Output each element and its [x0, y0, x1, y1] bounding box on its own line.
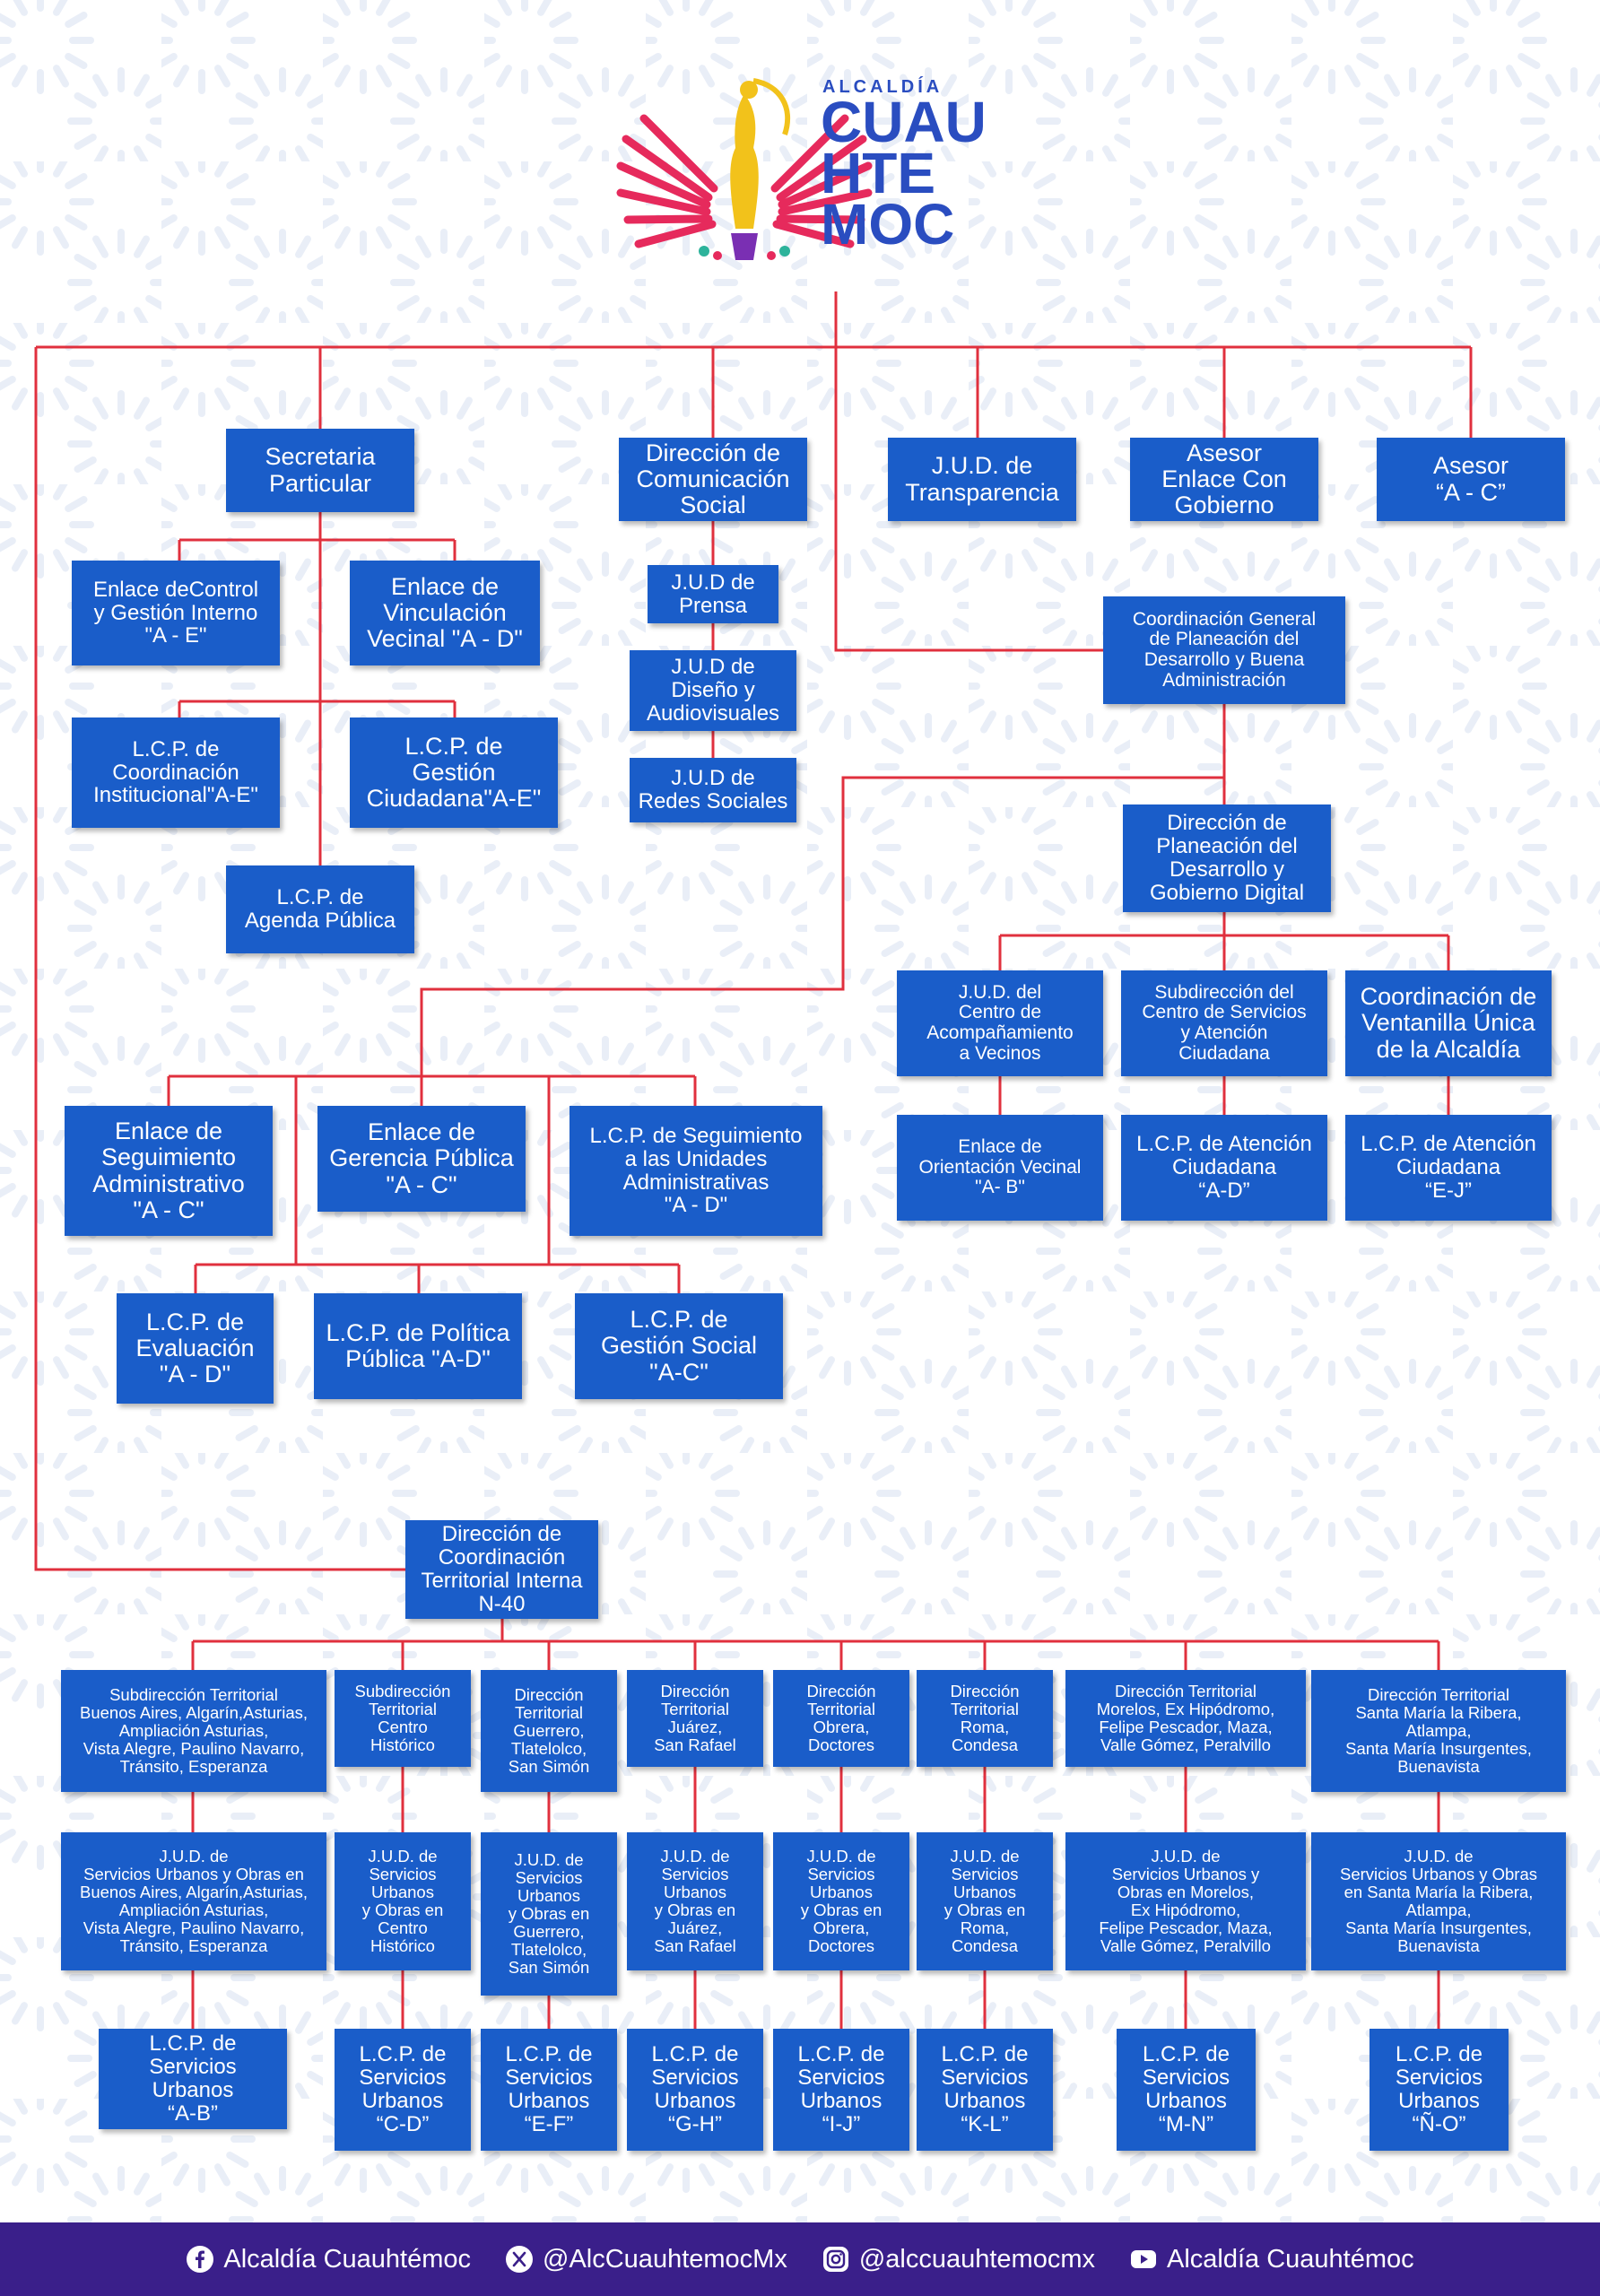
- node-territorial-dir-5: Dirección Territorial Obrera, Doctores: [773, 1670, 909, 1767]
- logo-line3: MOC: [821, 192, 954, 257]
- node-coordinacion-ventanilla-unica: Coordinación de Ventanilla Única de la A…: [1345, 970, 1552, 1076]
- node-asesor-enlace-gobierno: Asesor Enlace Con Gobierno: [1130, 438, 1318, 521]
- node-territorial-dir-7: Dirección Territorial Morelos, Ex Hipódr…: [1065, 1670, 1306, 1767]
- node-territorial-lcp-1: L.C.P. de Servicios Urbanos “A-B”: [99, 2029, 287, 2129]
- node-enlace-seguimiento-administrativo: Enlace de Seguimiento Administrativo "A …: [65, 1106, 273, 1236]
- node-lcp-atencion-ciudadana-ad: L.C.P. de Atención Ciudadana “A-D”: [1121, 1115, 1327, 1221]
- node-lcp-politica-publica: L.C.P. de Política Pública "A-D": [314, 1293, 522, 1399]
- node-coordinacion-general-planeacion: Coordinación General de Planeación del D…: [1103, 596, 1345, 704]
- node-territorial-jud-6: J.U.D. de Servicios Urbanos y Obras en R…: [917, 1832, 1053, 1970]
- node-jud-diseno-audiovisuales: J.U.D de Diseño y Audiovisuales: [630, 650, 796, 731]
- node-territorial-dir-8: Dirección Territorial Santa María la Rib…: [1311, 1670, 1566, 1792]
- instagram-link[interactable]: @alccuauhtemocmx: [822, 2245, 1095, 2274]
- instagram-label: @alccuauhtemocmx: [858, 2244, 1095, 2274]
- youtube-link[interactable]: Alcaldía Cuauhtémoc: [1129, 2245, 1414, 2274]
- node-enlace-orientacion-vecinal: Enlace de Orientación Vecinal "A- B": [897, 1115, 1103, 1221]
- logo-emblem: [616, 78, 873, 260]
- facebook-label: Alcaldía Cuauhtémoc: [223, 2244, 472, 2274]
- node-lcp-gestion-ciudadana: L.C.P. de Gestión Ciudadana"A-E": [350, 718, 558, 828]
- facebook-icon: [187, 2246, 214, 2273]
- node-enlace-vinculacion-vecinal: Enlace de Vinculación Vecinal "A - D": [350, 561, 540, 665]
- node-territorial-lcp-2: L.C.P. de Servicios Urbanos “C-D”: [335, 2029, 471, 2151]
- node-jud-transparencia: J.U.D. de Transparencia: [888, 438, 1076, 521]
- node-territorial-jud-3: J.U.D. de Servicios Urbanos y Obras en G…: [481, 1832, 617, 1996]
- node-territorial-jud-8: J.U.D. de Servicios Urbanos y Obras en S…: [1311, 1832, 1566, 1970]
- node-jud-prensa: J.U.D de Prensa: [648, 565, 778, 623]
- instagram-icon: [822, 2247, 848, 2272]
- node-territorial-jud-7: J.U.D. de Servicios Urbanos y Obras en M…: [1065, 1832, 1306, 1970]
- node-jud-centro-acompanamiento: J.U.D. del Centro de Acompañamiento a Ve…: [897, 970, 1103, 1076]
- node-direccion-coordinacion-territorial: Dirección de Coordinación Territorial In…: [405, 1520, 598, 1619]
- node-territorial-lcp-6: L.C.P. de Servicios Urbanos “K-L”: [917, 2029, 1053, 2151]
- node-lcp-evaluacion: L.C.P. de Evaluación "A - D": [117, 1293, 274, 1404]
- node-direccion-comunicacion-social: Dirección de Comunicación Social: [619, 438, 807, 521]
- node-lcp-gestion-social: L.C.P. de Gestión Social "A-C": [575, 1293, 783, 1399]
- facebook-link[interactable]: Alcaldía Cuauhtémoc: [186, 2245, 471, 2274]
- node-enlace-gerencia-publica: Enlace de Gerencia Pública "A - C": [317, 1106, 526, 1212]
- node-jud-redes-sociales: J.U.D de Redes Sociales: [630, 758, 796, 822]
- node-lcp-coordinacion-institucional: L.C.P. de Coordinación Institucional"A-E…: [72, 718, 280, 828]
- node-territorial-dir-6: Dirección Territorial Roma, Condesa: [917, 1670, 1053, 1767]
- node-territorial-dir-1: Subdirección Territorial Buenos Aires, A…: [61, 1670, 326, 1792]
- node-territorial-dir-4: Dirección Territorial Juárez, San Rafael: [627, 1670, 763, 1767]
- node-territorial-lcp-3: L.C.P. de Servicios Urbanos “E-F”: [481, 2029, 617, 2151]
- social-footer: Alcaldía Cuauhtémoc @AlcCuauhtemocMx @al…: [0, 2222, 1600, 2296]
- node-territorial-jud-2: J.U.D. de Servicios Urbanos y Obras en C…: [335, 1832, 471, 1970]
- logo-small-text: ALCALDÍA: [822, 76, 943, 97]
- logo-line2: HTE: [821, 141, 935, 205]
- node-territorial-lcp-4: L.C.P. de Servicios Urbanos “G-H”: [627, 2029, 763, 2151]
- node-territorial-jud-1: J.U.D. de Servicios Urbanos y Obras en B…: [61, 1832, 326, 1970]
- node-lcp-agenda-publica: L.C.P. de Agenda Pública: [226, 865, 414, 953]
- node-enlace-control-gestion: Enlace deControl y Gestión Interno "A - …: [72, 561, 280, 665]
- node-territorial-lcp-7: L.C.P. de Servicios Urbanos “M-N”: [1117, 2029, 1256, 2151]
- node-territorial-jud-4: J.U.D. de Servicios Urbanos y Obras en J…: [627, 1832, 763, 1970]
- alcaldia-cuauhtemoc-logo: ALCALDÍA CUAU HTE MOC: [616, 76, 987, 260]
- node-lcp-atencion-ciudadana-ej: L.C.P. de Atención Ciudadana “E-J”: [1345, 1115, 1552, 1221]
- node-secretaria-particular: Secretaria Particular: [226, 429, 414, 512]
- youtube-icon: [1130, 2250, 1156, 2268]
- node-territorial-dir-2: Subdirección Territorial Centro Históric…: [335, 1670, 471, 1767]
- node-lcp-seguimiento-unidades: L.C.P. de Seguimiento a las Unidades Adm…: [570, 1106, 822, 1236]
- node-territorial-lcp-8: L.C.P. de Servicios Urbanos “Ñ-O”: [1370, 2029, 1509, 2151]
- x-label: @AlcCuauhtemocMx: [543, 2244, 787, 2274]
- node-territorial-jud-5: J.U.D. de Servicios Urbanos y Obras en O…: [773, 1832, 909, 1970]
- node-territorial-dir-3: Dirección Territorial Guerrero, Tlatelol…: [481, 1670, 617, 1792]
- x-link[interactable]: @AlcCuauhtemocMx: [505, 2245, 787, 2274]
- youtube-label: Alcaldía Cuauhtémoc: [1166, 2244, 1414, 2274]
- x-icon: [506, 2246, 534, 2273]
- node-asesor-a-c: Asesor “A - C”: [1377, 438, 1565, 521]
- node-direccion-planeacion-gobierno-digital: Dirección de Planeación del Desarrollo y…: [1123, 804, 1331, 912]
- node-subdireccion-centro-servicios: Subdirección del Centro de Servicios y A…: [1121, 970, 1327, 1076]
- node-territorial-lcp-5: L.C.P. de Servicios Urbanos “I-J”: [773, 2029, 909, 2151]
- logo-line1: CUAU: [821, 90, 987, 154]
